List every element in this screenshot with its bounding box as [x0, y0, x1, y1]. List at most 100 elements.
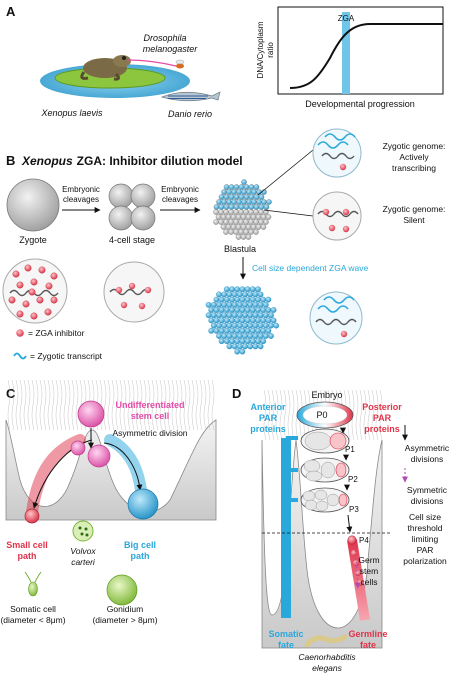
contour-line	[207, 379, 211, 431]
blue-blastula-cell	[270, 307, 277, 313]
zygote-zoom-cell	[2, 258, 68, 324]
blastula-cell	[233, 204, 240, 210]
blastula-cell	[266, 199, 272, 205]
blue-blastula-cell	[223, 307, 230, 313]
blue-blastula-cell	[226, 291, 233, 298]
blastula-cell	[261, 199, 267, 205]
p4-label: P4	[359, 536, 369, 545]
blue-blastula-cell	[247, 333, 254, 339]
blue-blastula-cell	[265, 317, 272, 324]
blastula-cell	[225, 224, 232, 230]
blastula-cell	[218, 209, 224, 215]
blastula-cell	[250, 224, 257, 230]
blue-blastula-cell	[257, 322, 264, 329]
zga-inhibitor	[8, 296, 16, 304]
zga-inhibitor	[44, 308, 52, 316]
somatic-cell-label-line1: Somatic cell	[10, 604, 56, 614]
blue-blastula-cell	[223, 286, 230, 293]
panel-b-title-rest: ZGA: Inhibitor dilution model	[77, 154, 243, 168]
blastula-cell	[251, 199, 257, 205]
blue-blastula-cell	[223, 296, 230, 303]
blue-blastula-cell	[205, 312, 212, 319]
blue-blastula-cell	[221, 322, 228, 329]
blastula-cell	[228, 209, 234, 215]
blue-blastula-cell	[260, 338, 267, 345]
blue-blastula-cell	[223, 327, 230, 334]
somatic-fate-line1: Somatic	[268, 629, 303, 639]
germ-label-line2: stem	[360, 566, 378, 576]
blastula-cell	[226, 199, 232, 205]
blue-blastula-cell	[252, 312, 259, 319]
cleavage-2-line2: cleavages	[162, 195, 198, 204]
contour-line	[67, 379, 71, 431]
blue-blastula-cell	[216, 301, 222, 308]
small-path-arrow	[32, 439, 93, 509]
blue-blastula-cell	[255, 338, 261, 345]
blue-blastula-cell	[242, 322, 248, 329]
blastula-embryo	[213, 179, 272, 240]
blastula-cell	[228, 194, 235, 200]
drosophila-label-line1: Drosophila	[143, 33, 186, 43]
blue-blastula-cell	[255, 286, 261, 293]
p4-cell	[347, 535, 357, 545]
zoom-silent-cell	[312, 191, 362, 241]
blastula-cell	[250, 214, 257, 220]
blastula-cell	[230, 224, 237, 230]
contour-line	[7, 379, 11, 431]
contour-line	[139, 379, 143, 431]
undiff-label-line2: stem cell	[131, 411, 170, 421]
blastula-cell	[233, 184, 240, 190]
legend-inhibitor-label: = ZGA inhibitor	[28, 328, 85, 338]
blue-blastula-cell	[242, 312, 248, 319]
blastula-cell	[243, 219, 249, 225]
blue-blastula-cell	[249, 327, 256, 334]
danio-label: Danio rerio	[168, 109, 212, 119]
contour-line	[75, 379, 79, 431]
contour-line	[51, 379, 55, 431]
four-cell-label: 4-cell stage	[109, 235, 155, 245]
blastula-cell	[213, 219, 219, 225]
blastula-cell	[248, 219, 254, 225]
cleavage-1-line1: Embryonic	[62, 185, 100, 194]
zga-inhibitor	[30, 278, 38, 286]
blue-blastula-cell	[249, 296, 256, 303]
blue-blastula-cell	[234, 338, 241, 345]
blue-blastula-cell	[226, 343, 233, 350]
panel-c-letter: C	[6, 386, 16, 401]
blastula-cell	[258, 204, 265, 210]
zga-label: ZGA	[338, 14, 355, 23]
active-line2: Actively	[399, 152, 429, 162]
p0-label: P0	[316, 410, 327, 420]
drosophila-label-line2: melanogaster	[143, 44, 199, 54]
zga-inhibitor	[12, 270, 20, 278]
threshold-line4: PAR	[417, 545, 434, 555]
blastula-cell	[243, 209, 249, 215]
blue-blastula-cell	[231, 322, 238, 329]
blue-blastula-cell	[226, 301, 233, 308]
contour-line	[367, 389, 371, 441]
contour-line	[79, 379, 83, 431]
gonidium-endpoint-cell	[127, 488, 159, 520]
contour-line	[99, 379, 103, 431]
fly-illustration	[175, 59, 185, 69]
zga-inhibitor	[28, 288, 36, 296]
blue-blastula-cell	[236, 343, 243, 350]
contour-line	[39, 379, 43, 431]
blastula-cell	[240, 234, 247, 240]
blue-blastula-cell	[218, 317, 225, 324]
blastula-cell	[226, 189, 232, 195]
contour-line	[23, 379, 27, 431]
contour-line	[115, 379, 119, 431]
blastula-cell	[218, 194, 225, 200]
blastula-cell	[243, 184, 250, 190]
blue-blastula-cell	[216, 291, 222, 298]
blue-blastula-cell	[216, 312, 222, 319]
blue-blastula-cell	[249, 338, 256, 345]
blastula-cell	[220, 214, 227, 220]
blastula-cell	[241, 199, 247, 205]
anterior-line2: PAR	[259, 413, 278, 423]
plot-xlabel: Developmental progression	[305, 99, 415, 109]
contour-line	[59, 379, 63, 431]
blue-blastula-cell	[210, 301, 217, 308]
